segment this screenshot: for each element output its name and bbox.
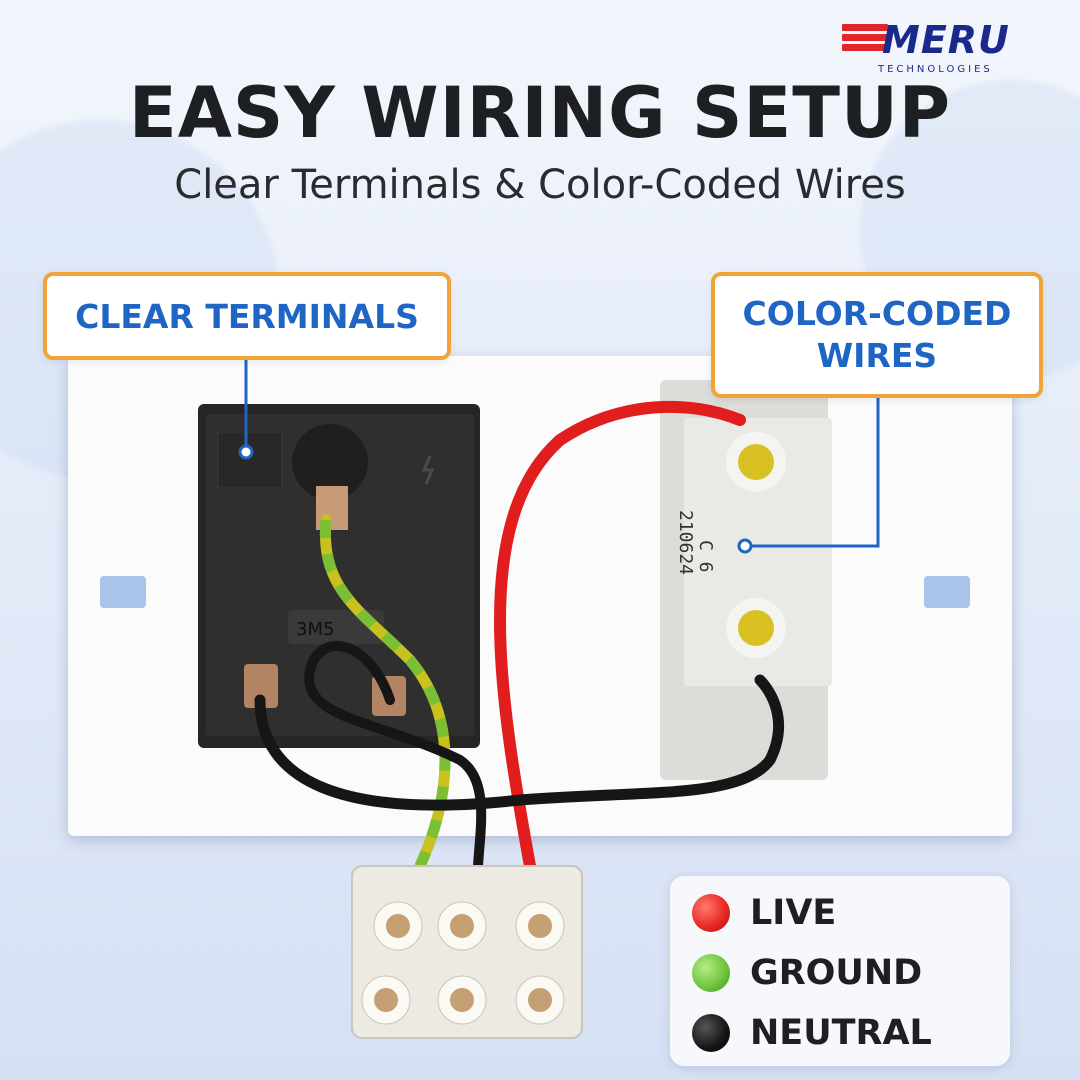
page-subtitle: Clear Terminals & Color-Coded Wires	[174, 162, 906, 208]
legend-item-ground: GROUND	[692, 950, 922, 996]
terminal-block	[351, 865, 583, 1039]
brand-tagline: TECHNOLOGIES	[878, 64, 993, 75]
neutral-dot-icon	[692, 1014, 730, 1052]
wire-color-legend: LIVE GROUND NEUTRAL	[670, 876, 1010, 1066]
mounting-slot-left	[100, 576, 146, 608]
legend-label: LIVE	[750, 893, 837, 933]
ground-wire-stripe	[319, 519, 451, 869]
callout-clear-terminals-label: CLEAR TERMINALS	[75, 296, 419, 336]
legend-label: NEUTRAL	[750, 1013, 932, 1053]
brand-logo: MERU TECHNOLOGIES	[842, 18, 1012, 78]
switch-module: C 6 210624	[660, 380, 832, 780]
lightning-icon	[421, 455, 435, 485]
legend-label: GROUND	[750, 953, 923, 993]
mounting-slot-right	[924, 576, 970, 608]
legend-item-live: LIVE	[692, 890, 836, 936]
wires-leader-line	[745, 390, 880, 548]
callout-clear-terminals: CLEAR TERMINALS	[43, 272, 451, 360]
switch-marking-line1: C 6	[695, 540, 716, 573]
socket-marking: 3M5	[296, 619, 334, 640]
live-dot-icon	[692, 894, 730, 932]
neutral-wire	[254, 674, 785, 811]
switch-marking-line2: 210624	[675, 510, 696, 575]
brand-mark-icon	[842, 24, 888, 58]
live-wire	[494, 400, 746, 872]
wires-pointer-dot	[737, 538, 753, 554]
terminals-pointer-dot	[238, 444, 254, 460]
brand-name: MERU	[882, 18, 1010, 62]
callout-color-coded-wires: COLOR-CODED WIRES	[711, 272, 1043, 398]
neutral-wire-loop	[304, 641, 487, 871]
page-title: EASY WIRING SETUP	[128, 72, 952, 154]
callout-wires-line2: WIRES	[816, 336, 938, 375]
callout-wires-line1: COLOR-CODED	[742, 294, 1012, 333]
legend-item-neutral: NEUTRAL	[692, 1010, 932, 1056]
ground-dot-icon	[692, 954, 730, 992]
